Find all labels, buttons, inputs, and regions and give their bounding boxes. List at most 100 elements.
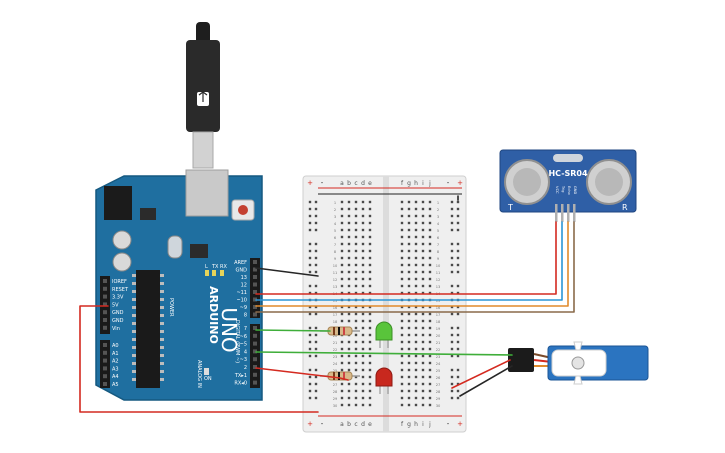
rail-hole[interactable] [308, 368, 312, 372]
rail-hole[interactable] [314, 347, 318, 351]
breadboard-hole[interactable] [361, 270, 365, 274]
header-pin-hole[interactable] [253, 349, 257, 354]
breadboard-hole[interactable] [361, 340, 365, 344]
breadboard-hole[interactable] [428, 207, 432, 211]
breadboard-hole[interactable] [414, 312, 418, 316]
rail-hole[interactable] [314, 284, 318, 288]
breadboard-hole[interactable] [361, 396, 365, 400]
breadboard-hole[interactable] [414, 256, 418, 260]
rail-hole[interactable] [314, 389, 318, 393]
rail-hole[interactable] [314, 312, 318, 316]
rail-hole[interactable] [456, 333, 460, 337]
breadboard-hole[interactable] [354, 284, 358, 288]
rail-hole[interactable] [308, 228, 312, 232]
breadboard-hole[interactable] [354, 389, 358, 393]
breadboard-hole[interactable] [361, 291, 365, 295]
breadboard-hole[interactable] [354, 403, 358, 407]
breadboard-hole[interactable] [428, 340, 432, 344]
rail-hole[interactable] [314, 214, 318, 218]
header-pin-hole[interactable] [253, 333, 257, 338]
breadboard-hole[interactable] [421, 263, 425, 267]
breadboard-hole[interactable] [361, 228, 365, 232]
breadboard-hole[interactable] [421, 242, 425, 246]
rail-hole[interactable] [450, 242, 454, 246]
breadboard-hole[interactable] [368, 277, 372, 281]
rail-hole[interactable] [314, 326, 318, 330]
breadboard-hole[interactable] [428, 389, 432, 393]
breadboard-hole[interactable] [421, 396, 425, 400]
breadboard-hole[interactable] [421, 326, 425, 330]
breadboard-hole[interactable] [361, 389, 365, 393]
sensor-pin[interactable] [567, 204, 570, 222]
reset-button-cap[interactable] [238, 205, 248, 215]
rail-hole[interactable] [308, 270, 312, 274]
breadboard-hole[interactable] [400, 291, 404, 295]
rail-hole[interactable] [308, 284, 312, 288]
breadboard-hole[interactable] [347, 403, 351, 407]
breadboard-hole[interactable] [414, 403, 418, 407]
header-pin-hole[interactable] [253, 365, 257, 369]
breadboard-hole[interactable] [428, 326, 432, 330]
breadboard-hole[interactable] [368, 333, 372, 337]
breadboard-hole[interactable] [347, 263, 351, 267]
breadboard-hole[interactable] [368, 235, 372, 239]
breadboard-hole[interactable] [407, 242, 411, 246]
rail-hole[interactable] [314, 221, 318, 225]
breadboard-hole[interactable] [421, 291, 425, 295]
breadboard-hole[interactable] [400, 340, 404, 344]
breadboard-hole[interactable] [407, 200, 411, 204]
rail-hole[interactable] [456, 249, 460, 253]
rail-hole[interactable] [314, 382, 318, 386]
breadboard-hole[interactable] [400, 326, 404, 330]
sensor-pin[interactable] [555, 204, 558, 222]
rail-hole[interactable] [456, 242, 460, 246]
breadboard-hole[interactable] [340, 242, 344, 246]
breadboard-hole[interactable] [347, 235, 351, 239]
rail-hole[interactable] [314, 368, 318, 372]
breadboard-hole[interactable] [361, 354, 365, 358]
rail-hole[interactable] [308, 354, 312, 358]
breadboard-hole[interactable] [407, 312, 411, 316]
rail-hole[interactable] [456, 382, 460, 386]
breadboard-hole[interactable] [340, 200, 344, 204]
rail-hole[interactable] [308, 256, 312, 260]
header-pin-hole[interactable] [103, 374, 107, 379]
breadboard-hole[interactable] [400, 256, 404, 260]
rail-hole[interactable] [314, 270, 318, 274]
rail-hole[interactable] [314, 263, 318, 267]
breadboard-hole[interactable] [361, 368, 365, 372]
breadboard-hole[interactable] [428, 347, 432, 351]
breadboard-hole[interactable] [368, 361, 372, 365]
breadboard-hole[interactable] [354, 326, 358, 330]
rail-hole[interactable] [450, 214, 454, 218]
breadboard-hole[interactable] [340, 277, 344, 281]
breadboard-hole[interactable] [428, 319, 432, 323]
breadboard-hole[interactable] [428, 242, 432, 246]
breadboard-hole[interactable] [368, 347, 372, 351]
breadboard-hole[interactable] [340, 361, 344, 365]
breadboard-hole[interactable] [414, 375, 418, 379]
breadboard-hole[interactable] [354, 200, 358, 204]
breadboard-hole[interactable] [340, 270, 344, 274]
breadboard-hole[interactable] [421, 305, 425, 309]
breadboard-hole[interactable] [421, 277, 425, 281]
breadboard-hole[interactable] [428, 263, 432, 267]
breadboard-hole[interactable] [340, 207, 344, 211]
breadboard-hole[interactable] [414, 354, 418, 358]
breadboard-hole[interactable] [347, 312, 351, 316]
breadboard-hole[interactable] [428, 354, 432, 358]
breadboard-hole[interactable] [347, 389, 351, 393]
breadboard-hole[interactable] [361, 214, 365, 218]
rail-hole[interactable] [456, 347, 460, 351]
breadboard-hole[interactable] [347, 270, 351, 274]
header-pin-hole[interactable] [253, 326, 257, 330]
breadboard-hole[interactable] [400, 270, 404, 274]
breadboard-hole[interactable] [421, 361, 425, 365]
breadboard-hole[interactable] [354, 256, 358, 260]
header-pin-hole[interactable] [103, 350, 107, 355]
breadboard-hole[interactable] [361, 242, 365, 246]
breadboard-hole[interactable] [347, 396, 351, 400]
breadboard-hole[interactable] [421, 389, 425, 393]
rail-hole[interactable] [450, 200, 454, 204]
rail-hole[interactable] [314, 242, 318, 246]
